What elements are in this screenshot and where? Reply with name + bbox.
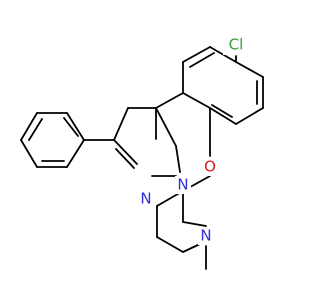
bond-line (155, 92, 184, 109)
bond-line (155, 107, 177, 147)
bond-line (113, 107, 129, 141)
nitrogen-atom-label: N (200, 227, 211, 245)
bond-line (28, 118, 43, 141)
bond-line (182, 221, 207, 227)
bond-line (156, 236, 184, 253)
chlorine-atom-label: Cl (229, 36, 244, 54)
bond-layer (20, 46, 264, 270)
bond-line (182, 46, 211, 63)
bond-line (66, 139, 85, 168)
bond-line (63, 117, 79, 137)
bond-line (211, 104, 233, 118)
cl-label-bg (223, 35, 249, 55)
bond-line (235, 107, 264, 125)
bond-line (175, 145, 181, 173)
nitrogen-atom-label: N (140, 190, 151, 208)
bond-line (115, 148, 135, 169)
structure-canvas: Cl N N O N (20, 35, 264, 270)
bond-line (235, 61, 264, 78)
bond-line (20, 112, 38, 141)
bond-line (113, 139, 138, 165)
n1-label-bg (138, 190, 154, 208)
bond-line (182, 243, 201, 253)
bond-line (189, 52, 215, 68)
bond-line (66, 112, 85, 141)
bond-line (182, 92, 211, 109)
bond-line (209, 107, 237, 125)
o-label-bg (202, 158, 218, 176)
n3-label-bg (198, 227, 214, 245)
bond-line (20, 139, 38, 168)
molecule-structure: Cl N N O N (20, 35, 264, 270)
nitrogen-atom-label: N (177, 176, 188, 194)
oxygen-atom-label: O (204, 158, 216, 176)
n2-label-bg (175, 176, 191, 194)
